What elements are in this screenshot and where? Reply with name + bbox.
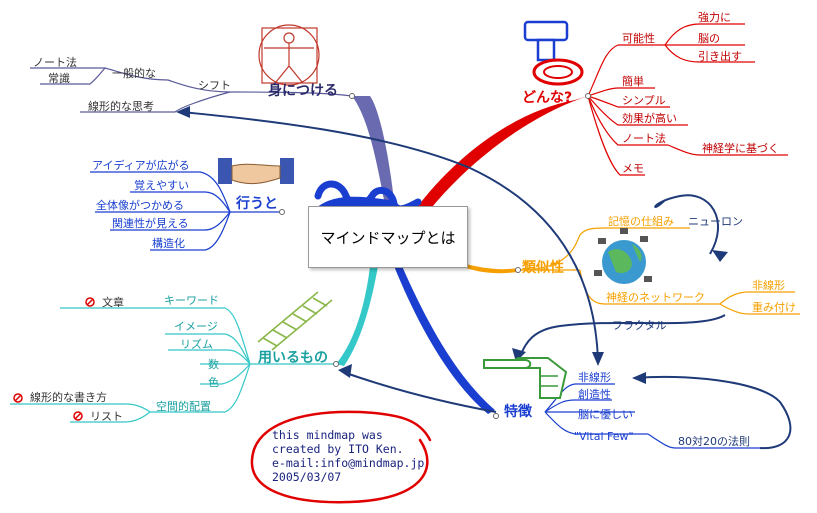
title-mochi[interactable]: 用いるもの: [258, 350, 328, 366]
label-oboe[interactable]: 覚えやすい: [134, 179, 189, 192]
note-line-2: created by ITO Ken.: [272, 442, 404, 456]
label-zentai[interactable]: 全体像がつかめる: [96, 198, 184, 212]
label-souzousei[interactable]: 創造性: [578, 387, 611, 401]
title-mini[interactable]: 身につける: [268, 82, 338, 99]
label-kantan[interactable]: 簡単: [622, 74, 644, 88]
author-note: this mindmap was created by ITO Ken. e-m…: [272, 428, 424, 484]
label-kioku[interactable]: 記憶の仕組み: [608, 214, 674, 228]
branch-tokuchou-main: [394, 266, 495, 414]
note-scribble: [250, 410, 432, 504]
prohibited-icon: [13, 393, 23, 403]
label-memo[interactable]: メモ: [622, 162, 644, 175]
branch-donna-main: [415, 96, 588, 212]
label-nou[interactable]: 脳の: [698, 32, 720, 45]
title-tokuchou[interactable]: 特徴: [504, 403, 533, 420]
label-keyword[interactable]: キーワード: [164, 294, 219, 307]
branch-donna-lines: [587, 23, 788, 176]
title-ruiji[interactable]: 類似性: [521, 259, 564, 276]
label-fractal[interactable]: フラクタル: [612, 319, 667, 332]
note-line-1: this mindmap was: [272, 428, 383, 442]
prohibited-icon: [85, 297, 95, 307]
label-shift[interactable]: シフト: [198, 79, 231, 92]
label-vital-few[interactable]: "Vital Few": [574, 430, 634, 443]
label-iro[interactable]: 色: [208, 375, 219, 389]
vitruvian-icon: [258, 24, 320, 86]
branch-mochi-main: [336, 266, 378, 366]
title-ikou[interactable]: 行うと: [235, 195, 278, 212]
branch-mini-lines: [30, 67, 353, 113]
label-kazu[interactable]: 数: [208, 358, 219, 371]
branch-ikou-lines: [90, 171, 282, 251]
branch-ruiji-main: [466, 264, 518, 274]
pointing-hand-icon: [483, 357, 568, 399]
label-image[interactable]: イメージ: [174, 320, 218, 333]
label-hikidasu[interactable]: 引き出す: [698, 49, 742, 63]
label-general[interactable]: 一般的な: [112, 66, 156, 80]
label-notehou-2[interactable]: ノート法: [622, 131, 666, 145]
label-simple[interactable]: シンプル: [622, 94, 666, 107]
label-nou-yasashii[interactable]: 脳に優しい: [578, 408, 633, 421]
label-kouzou[interactable]: 構造化: [152, 236, 185, 250]
label-kanousei[interactable]: 可能性: [622, 31, 655, 45]
faucet-icon: [523, 20, 584, 86]
label-kuukan[interactable]: 空間的配置: [156, 399, 211, 413]
branch-mochi-lines: [10, 307, 336, 423]
label-kanren[interactable]: 関連性が見える: [112, 216, 189, 230]
prohibited-icon: [73, 411, 83, 421]
relationship-arrows: [181, 111, 792, 450]
arrow-heads: [176, 106, 728, 384]
label-notehou-1[interactable]: ノート法: [33, 55, 77, 69]
note-line-4: 2005/03/07: [272, 470, 342, 484]
globe-network-icon: [594, 228, 652, 284]
label-kyouryoku[interactable]: 強力に: [698, 11, 731, 24]
ladder-icon: [257, 291, 333, 351]
branch-tokuchou-lines: [544, 383, 760, 449]
label-omomi[interactable]: 重み付け: [752, 300, 796, 314]
center-topic[interactable]: マインドマップとは: [308, 206, 468, 268]
label-senkei-kaki[interactable]: 線形的な書き方: [30, 390, 107, 404]
label-80-20[interactable]: 80対20の法則: [678, 434, 750, 448]
label-linear-thinking[interactable]: 線形的な思考: [88, 99, 154, 113]
note-line-3: e-mail:info@mindmap.jp: [272, 456, 425, 470]
label-shinkei-network[interactable]: 神経のネットワーク: [606, 290, 705, 304]
branch-mini-main: [352, 96, 395, 210]
label-joushiki[interactable]: 常識: [48, 72, 70, 85]
connector-dots: [279, 93, 591, 419]
label-bunshou[interactable]: 文章: [102, 295, 124, 309]
center-title: マインドマップとは: [320, 228, 456, 247]
label-list[interactable]: リスト: [90, 410, 123, 423]
label-rhythm[interactable]: リズム: [180, 337, 213, 351]
label-kouka[interactable]: 効果が高い: [622, 111, 677, 125]
handshake-icon: [218, 158, 294, 185]
label-idea[interactable]: アイディアが広がる: [92, 158, 190, 172]
title-donna[interactable]: どんな?: [522, 90, 572, 106]
label-hisenkei-1[interactable]: 非線形: [752, 278, 785, 292]
label-hisenkei-2[interactable]: 非線形: [578, 370, 611, 384]
prohibited-icons: [13, 297, 95, 421]
label-neuron[interactable]: ニューロン: [688, 215, 743, 228]
label-shinkeigaku[interactable]: 神経学に基づく: [702, 141, 779, 155]
